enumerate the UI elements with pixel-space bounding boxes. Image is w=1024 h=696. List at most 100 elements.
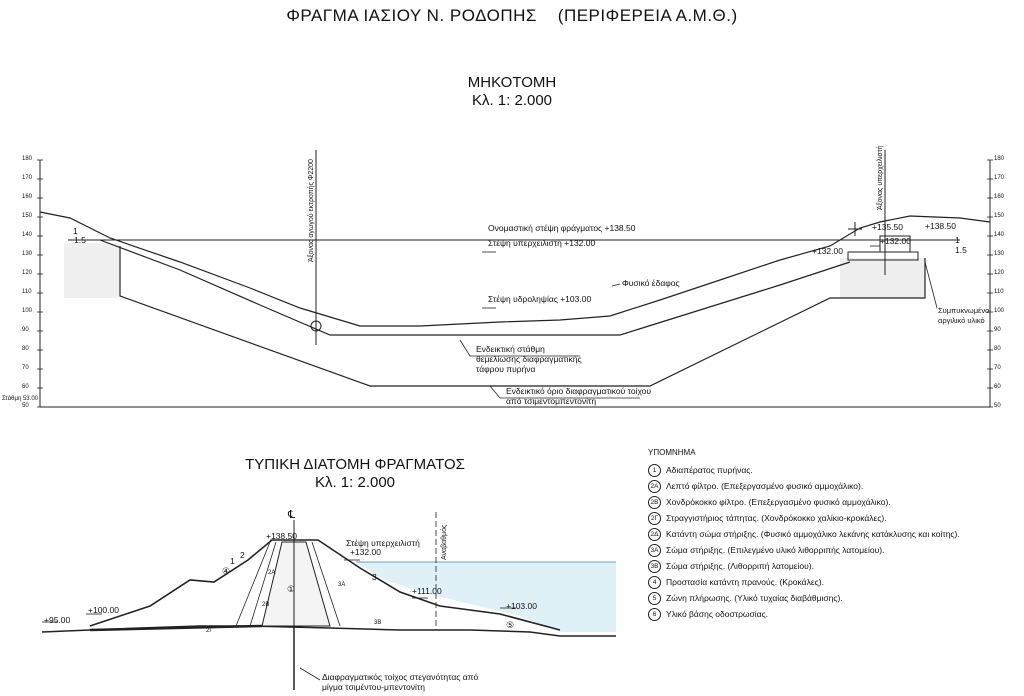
axis-tick-label: 80 bbox=[22, 346, 29, 352]
zone-3b-label: 3Β bbox=[374, 620, 382, 626]
axis-tick-label: 170 bbox=[994, 175, 1005, 181]
zone-1-label: ① bbox=[287, 584, 296, 594]
axis-tick-label: 110 bbox=[994, 289, 1004, 295]
legend-item-number: 6 bbox=[648, 607, 661, 621]
legend-item-text: Σώμα στήριξης. (Επιλεγμένο υλικό λιθορρι… bbox=[666, 545, 885, 555]
intake-label: Στέψη υδροληψίας +103.00 bbox=[488, 294, 592, 304]
right-el3-label: +132.00 bbox=[812, 246, 843, 256]
crest-label: Ονομαστική στέψη φράγματος +138.50 bbox=[488, 223, 636, 233]
slope-left-1: 1 bbox=[73, 226, 78, 236]
diaphragm-leader-section bbox=[299, 667, 321, 681]
filter-downstream bbox=[311, 541, 341, 627]
spillway-gate bbox=[879, 235, 911, 253]
section-el100-label: +100.00 bbox=[88, 605, 119, 615]
section-el111-label: +111.00 bbox=[412, 586, 442, 596]
ground-leader bbox=[611, 283, 621, 287]
axis-tick-label: 110 bbox=[22, 289, 32, 295]
profile-scale: Κλ. 1: 2.000 bbox=[471, 92, 553, 109]
zone-5-label: ⑤ bbox=[506, 620, 515, 630]
axis-tick-label: 100 bbox=[22, 308, 33, 314]
axis-tick-label: 50 bbox=[22, 403, 29, 409]
legend-item-number: 4 bbox=[648, 575, 661, 589]
diaphragm-leader bbox=[489, 385, 640, 399]
profile-title: ΜΗΚΟΤΟΜΗ Κλ. 1: 2.000 bbox=[462, 74, 562, 110]
section-el95-label: +95.00 bbox=[44, 615, 71, 625]
foundation-leader bbox=[459, 339, 580, 357]
clay-label: Συμπυκνωμένο αργιλικό υλικό bbox=[938, 306, 990, 325]
legend-item: 2Γ Στραγγιστήριος τάπητας. (Χονδρόκοκκο χ… bbox=[648, 510, 960, 526]
filter-2 bbox=[235, 541, 271, 627]
axis-tick-label: 140 bbox=[22, 232, 33, 238]
core-zone bbox=[261, 541, 331, 627]
left-abutment-fill bbox=[64, 243, 119, 298]
legend-item-text: Αδιαπέρατος πυρήνας. bbox=[666, 465, 753, 475]
section-axis-symbol: ℄ bbox=[288, 509, 296, 521]
zone-3a-label: 3Α bbox=[338, 582, 346, 588]
filter-upstream bbox=[249, 541, 277, 627]
axis-tick-label: 120 bbox=[22, 270, 33, 276]
axis-tick-label: 160 bbox=[994, 194, 1005, 200]
section-spillway-label: Στέψη υπερχειλιστή bbox=[346, 538, 420, 548]
clay-leader bbox=[924, 261, 938, 309]
section-el103-label: +103.00 bbox=[506, 601, 537, 611]
legend-item-number: 2Δ bbox=[648, 527, 661, 541]
axis-tick-label: 70 bbox=[994, 365, 1001, 371]
legend-item-text: Ζώνη πλήρωσης. (Υλικό τυχαίας διαβάθμιση… bbox=[666, 593, 843, 603]
section-spillway-el-label: +132.00 bbox=[350, 547, 381, 557]
right-el1-label: +135.50 bbox=[872, 222, 903, 232]
legend-item-number: 5 bbox=[648, 591, 661, 605]
axis-tick-label: 50 bbox=[994, 403, 1001, 409]
axis-tick-label: 70 bbox=[22, 365, 29, 371]
legend-item: 2Α Λεπτό φίλτρο. (Επεξεργασμένο φυσικό αμ… bbox=[648, 478, 960, 494]
axis-tick-label: 140 bbox=[994, 232, 1005, 238]
diaphragm-label: Ενδεικτικό όριο διαφραγματικού τοίχου απ… bbox=[506, 386, 652, 406]
foundation-label: Ενδεικτική στάθμη θεμελίωσης διαφραγματι… bbox=[476, 344, 582, 374]
legend-item: 4 Προστασία κατάντη πρανούς. (Κροκάλες). bbox=[648, 574, 960, 590]
legend-item: 5 Ζώνη πλήρωσης. (Υλικό τυχαίας διαβάθμισ… bbox=[648, 590, 960, 606]
section-title-text: ΤΥΠΙΚΗ ΔΙΑΤΟΜΗ ΦΡΑΓΜΑΤΟΣ bbox=[245, 456, 465, 473]
slope-left-2: 1.5 bbox=[74, 235, 86, 245]
legend-item-text: Στραγγιστήριος τάπητας. (Χονδρόκοκκο χαλ… bbox=[666, 513, 887, 523]
axis-tick-label: 90 bbox=[22, 327, 29, 333]
protection-line bbox=[149, 579, 191, 607]
legend-item-number: 2Β bbox=[648, 495, 661, 509]
axis-tick-label: 100 bbox=[994, 308, 1005, 314]
axis-tick-label: 130 bbox=[22, 251, 33, 257]
legend-item-text: Προστασία κατάντη πρανούς. (Κροκάλες). bbox=[666, 577, 824, 587]
legend-item: 1 Αδιαπέρατος πυρήνας. bbox=[648, 462, 960, 478]
axis-tick-label: 60 bbox=[994, 384, 1001, 390]
axis-tick-label: 180 bbox=[22, 156, 33, 162]
profile-title-text: ΜΗΚΟΤΟΜΗ bbox=[467, 74, 557, 91]
legend-item: 6 Υλικό βάσης οδοστρωσίας. bbox=[648, 606, 960, 622]
legend-item-text: Υλικό βάσης οδοστρωσίας. bbox=[666, 609, 769, 619]
legend-item-number: 1 bbox=[648, 463, 661, 477]
ground-label: Φυσικό έδαφος bbox=[622, 278, 680, 288]
right-crest-label: +138.50 bbox=[925, 221, 956, 231]
legend-item-number: 2Γ bbox=[648, 511, 661, 525]
legend-item-text: Χονδρόκοκκο φίλτρο. (Επεξεργασμένο φυσικ… bbox=[666, 497, 891, 507]
axis-tick-label: 150 bbox=[994, 213, 1005, 219]
diversion-pipe bbox=[310, 320, 322, 332]
zone-4-label: ④ bbox=[222, 566, 231, 576]
axis-tick-label: 170 bbox=[22, 175, 33, 181]
slope-2-label: 2 bbox=[240, 550, 245, 560]
reservoir-water bbox=[356, 562, 616, 632]
drain-blanket bbox=[89, 624, 263, 632]
legend-item-number: 2Α bbox=[648, 479, 661, 493]
datum-label: Στάθμη 53.00 bbox=[2, 396, 38, 402]
axis-tick-label: 120 bbox=[994, 270, 1005, 276]
axis-tick-label: 90 bbox=[994, 327, 1001, 333]
legend-list: 1 Αδιαπέρατος πυρήνας. 2Α Λεπτό φίλτρο. (Επ… bbox=[648, 462, 960, 622]
legend-item: 2Β Χονδρόκοκκο φίλτρο. (Επεξεργασμένο φυσ… bbox=[648, 494, 960, 510]
axis-tick-label: 80 bbox=[994, 346, 1001, 352]
axis-tick-label: 130 bbox=[994, 251, 1005, 257]
slope-1-label: 1 bbox=[230, 556, 235, 566]
slope-3-label: 3 bbox=[372, 572, 377, 582]
legend-item-text: Λεπτό φίλτρο. (Επεξεργασμένο φυσικό αμμο… bbox=[666, 481, 864, 491]
legend-item-number: 3Α bbox=[648, 543, 661, 557]
profile-axis-ticks bbox=[37, 159, 993, 408]
